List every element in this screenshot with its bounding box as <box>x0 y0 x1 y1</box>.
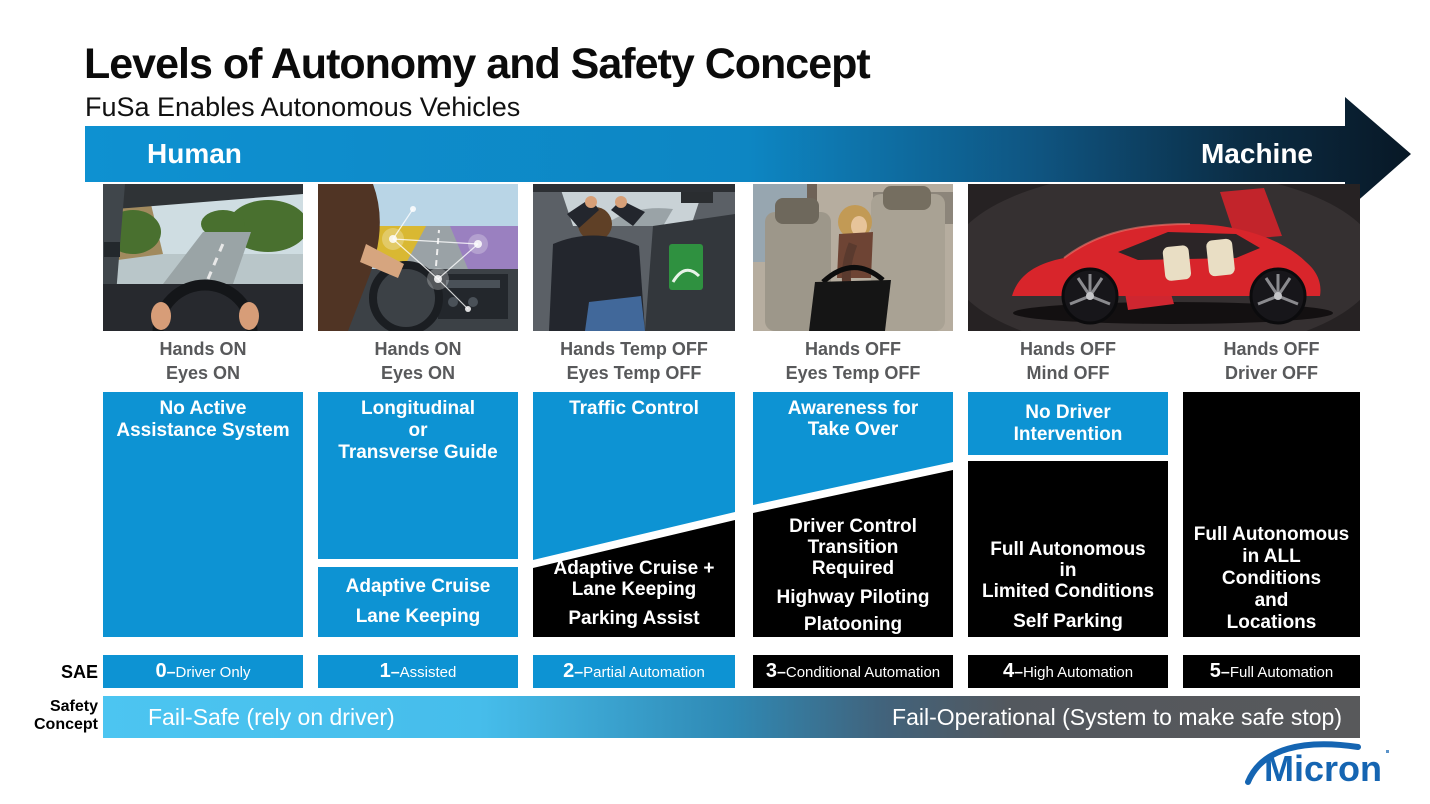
sae-number: 0 <box>155 660 167 682</box>
sae-level-1: 1–Assisted <box>318 655 518 688</box>
photo-autonomous-concept-car <box>968 184 1360 331</box>
hands-eyes-label-4: Hands OFF Mind OFF <box>1019 339 1116 383</box>
fail-safe-label: Fail-Safe (rely on driver) <box>148 704 395 730</box>
steering-wheel <box>152 279 258 331</box>
diagonal-split-background <box>533 392 735 637</box>
photo-assisted-driving-overlay <box>318 184 518 331</box>
sae-level-2: 2–Partial Automation <box>533 655 735 688</box>
page-title: Levels of Autonomy and Safety Concept <box>84 40 871 88</box>
feature-text: Adaptive Cruise <box>345 575 491 597</box>
sae-number: 3 <box>765 660 777 682</box>
open-rear-door <box>1220 188 1282 240</box>
diagonal-split-background <box>753 392 953 637</box>
hands-eyes-label-5: Hands OFF Driver OFF <box>1223 339 1320 383</box>
feature-text: Full Autonomous in Limited Conditions <box>981 539 1155 602</box>
sae-number: 4 <box>1002 660 1015 682</box>
feature-box-col0: No Active Assistance System <box>103 392 303 637</box>
driver-silhouette <box>318 184 380 331</box>
micron-wordmark: Micron <box>1264 748 1382 789</box>
photo-hands-on-wheel <box>103 184 303 331</box>
fail-operational-label: Fail-Operational (System to make safe st… <box>892 704 1342 730</box>
bag <box>809 280 891 331</box>
sae-level-5: 5–Full Automation <box>1183 655 1360 688</box>
tech-network-overlay <box>392 208 479 310</box>
feature-box-col2: Traffic Control Adaptive Cruise + Lane K… <box>533 392 735 637</box>
feature-box-col1-top: Longitudinal or Transverse Guide <box>318 392 518 559</box>
road <box>163 232 251 284</box>
safety-concept-bar: Fail-Safe (rely on driver) Fail-Operatio… <box>103 696 1360 738</box>
steering-wheel <box>369 261 443 331</box>
feature-text: Parking Assist <box>568 608 700 629</box>
sae-level-4: 4–High Automation <box>968 655 1168 688</box>
feature-text: Highway Piloting <box>776 587 930 608</box>
sae-dash: – <box>1220 664 1230 681</box>
sae-level-3: 3–Conditional Automation <box>753 655 953 688</box>
sae-name: Conditional Automation <box>785 664 941 681</box>
sae-dash: – <box>390 664 400 681</box>
feature-text: Traffic Control <box>569 398 699 419</box>
front-wheel <box>1061 267 1119 325</box>
photo-hands-off-relaxing <box>533 184 735 331</box>
sae-number: 2 <box>563 660 575 682</box>
sae-name: Full Automation <box>1229 664 1334 681</box>
feature-text: Adaptive Cruise + Lane Keeping <box>553 558 715 600</box>
human-machine-arrow <box>85 97 1411 212</box>
hands-eyes-label-0: Hands ON Eyes ON <box>159 339 247 383</box>
sae-name: Driver Only <box>175 664 251 681</box>
micron-logo: Micron <box>1245 741 1389 789</box>
hands-eyes-label-1: Hands ON Eyes ON <box>374 339 462 383</box>
sae-name: Partial Automation <box>583 664 705 681</box>
sae-dash: – <box>574 664 584 681</box>
feature-text: Awareness for Take Over <box>787 398 919 440</box>
sae-number: 5 <box>1209 660 1221 682</box>
sae-name: High Automation <box>1022 664 1134 681</box>
hands-eyes-label-2: Hands Temp OFF Eyes Temp OFF <box>560 339 708 383</box>
sae-dash: – <box>166 664 176 681</box>
nav-screen <box>669 244 703 290</box>
spectrum-label-machine: Machine <box>1200 138 1313 169</box>
sae-dash: – <box>776 664 786 681</box>
feature-text: Driver Control Transition Required <box>789 516 917 579</box>
feature-box-col3: Awareness for Take Over Driver Control T… <box>753 392 953 637</box>
micron-swoosh <box>1245 741 1361 785</box>
hands-eyes-label-3: Hands OFF Eyes Temp OFF <box>785 339 921 383</box>
sae-row-label: SAE <box>60 662 98 682</box>
sae-number: 1 <box>379 660 391 682</box>
spectrum-label-human: Human <box>147 138 242 169</box>
seat-back <box>871 194 945 331</box>
feature-text: No Driver Intervention <box>1013 401 1123 445</box>
safety-concept-row-label: Safety Concept <box>34 698 98 733</box>
feature-text: Platooning <box>803 614 903 635</box>
rear-wheel <box>1249 267 1307 325</box>
photo-reaching-back-seat <box>753 184 953 331</box>
sae-dash: – <box>1014 664 1023 681</box>
feature-box-col1-bottom: Adaptive Cruise Lane Keeping <box>318 567 518 637</box>
feature-text: Full Autonomous in ALL Conditions and Lo… <box>1193 524 1350 633</box>
sae-level-0: 0–Driver Only <box>103 655 303 688</box>
feature-box-col4-bottom: Full Autonomous in Limited Conditions Se… <box>968 461 1168 637</box>
sae-name: Assisted <box>399 664 457 681</box>
feature-box-col5: Full Autonomous in ALL Conditions and Lo… <box>1183 392 1360 637</box>
feature-text: No Active Assistance System <box>116 398 290 441</box>
feature-text: Self Parking <box>1013 611 1123 632</box>
feature-box-col4-top: No Driver Intervention <box>968 392 1168 455</box>
feature-text: Longitudinal or Transverse Guide <box>338 398 498 463</box>
arrow-shape <box>85 97 1411 212</box>
feature-text: Lane Keeping <box>355 606 481 628</box>
page-subtitle: FuSa Enables Autonomous Vehicles <box>85 92 521 122</box>
